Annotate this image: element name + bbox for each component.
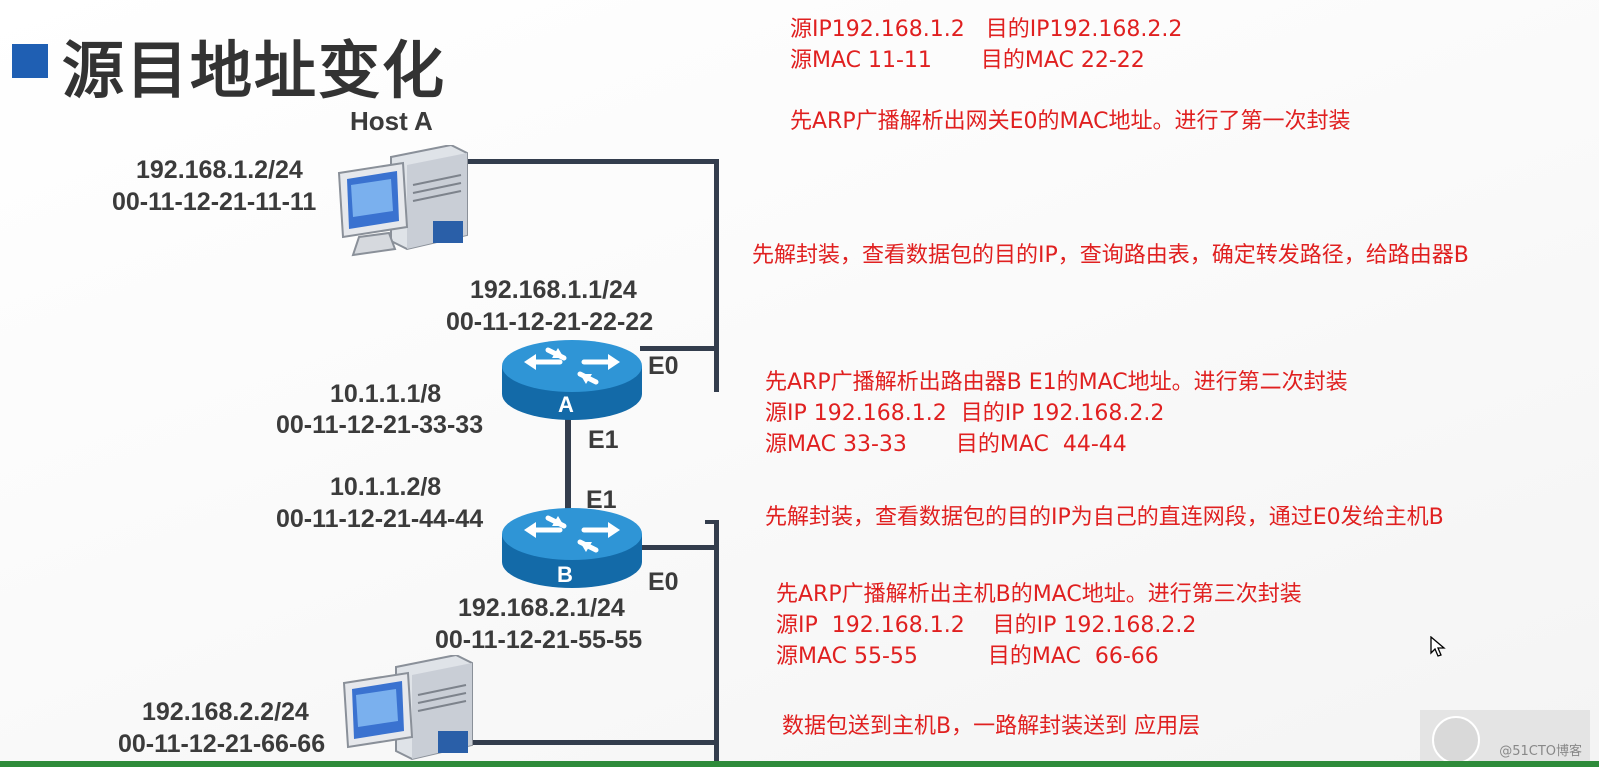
watermark: @51CTO博客	[1420, 710, 1590, 767]
lan1-segment	[714, 159, 719, 392]
note-third-ip: 源IP 192.168.1.2 目的IP 192.168.2.2	[776, 613, 1197, 638]
mouse-cursor-icon	[1430, 636, 1446, 657]
router-b-name: B	[557, 562, 573, 587]
router-b-e0-label: E0	[648, 568, 679, 596]
router-a-e0-mac: 00-11-12-21-22-22	[446, 308, 654, 336]
note-router-a-forward: 先解封装，查看数据包的目的IP，查询路由表，确定转发路径，给路由器B	[752, 243, 1469, 268]
router-a-e1-ip: 10.1.1.1/8	[330, 380, 442, 408]
host-a-mac: 00-11-12-21-11-11	[112, 188, 317, 216]
page-title: 源目地址变化	[62, 34, 447, 107]
router-a-e1-label: E1	[588, 426, 619, 454]
router-b-e0-mac: 00-11-12-21-55-55	[435, 626, 643, 654]
router-a-e1-mac: 00-11-12-21-33-33	[276, 411, 484, 439]
lan2-top-tick	[705, 520, 719, 524]
watermark-text: @51CTO博客	[1499, 744, 1582, 759]
link-routerb-lan2	[640, 545, 719, 550]
computer-icon	[337, 145, 468, 257]
note-hosta-mac: 源MAC 11-11 目的MAC 22-22	[790, 48, 1145, 73]
router-a-icon	[502, 340, 642, 420]
watermark-avatar-icon	[1432, 716, 1480, 764]
router-b-e0-ip: 192.168.2.1/24	[458, 594, 625, 622]
note-hosta-packet: 源IP192.168.1.2 目的IP192.168.2.2 源MAC 11-1…	[790, 14, 1182, 76]
note-second-mac: 源MAC 33-33 目的MAC 44-44	[765, 432, 1127, 457]
note-first-encapsulation: 先ARP广播解析出网关E0的MAC地址。进行了第一次封装	[790, 109, 1351, 134]
note-hosta-ip: 源IP192.168.1.2 目的IP192.168.2.2	[790, 17, 1183, 42]
router-a-e0-label: E0	[648, 352, 679, 380]
note-second-ip: 源IP 192.168.1.2 目的IP 192.168.2.2	[765, 401, 1165, 426]
note-second-arp: 先ARP广播解析出路由器B E1的MAC地址。进行第二次封装	[765, 370, 1348, 395]
host-a-label: Host A	[350, 106, 433, 136]
router-b-e1-mac: 00-11-12-21-44-44	[276, 505, 484, 533]
computer-icon	[342, 655, 473, 761]
note-delivery: 数据包送到主机B，一路解封装送到 应用层	[782, 714, 1201, 739]
host-b-mac: 00-11-12-21-66-66	[118, 730, 326, 758]
note-third-encapsulation: 先ARP广播解析出主机B的MAC地址。进行第三次封装 源IP 192.168.1…	[776, 579, 1302, 672]
note-third-arp: 先ARP广播解析出主机B的MAC地址。进行第三次封装	[776, 582, 1302, 607]
note-router-b-forward: 先解封装，查看数据包的目的IP为自己的直连网段，通过E0发给主机B	[765, 505, 1444, 530]
host-b-ip: 192.168.2.2/24	[142, 698, 309, 726]
bottom-progress-bar	[0, 761, 1599, 767]
note-third-mac: 源MAC 55-55 目的MAC 66-66	[776, 644, 1159, 669]
note-second-encapsulation: 先ARP广播解析出路由器B E1的MAC地址。进行第二次封装 源IP 192.1…	[765, 367, 1348, 460]
link-routera-routerb	[565, 418, 571, 523]
link-hosta-switch	[465, 159, 719, 164]
link-hostb-lan2	[465, 740, 719, 745]
link-routera-lan1	[640, 346, 719, 351]
router-a-e0-ip: 192.168.1.1/24	[470, 276, 637, 304]
router-a-name: A	[558, 392, 574, 417]
router-b-e1-ip: 10.1.1.2/8	[330, 473, 442, 501]
lan2-segment	[714, 520, 719, 761]
host-a-ip: 192.168.1.2/24	[136, 156, 303, 184]
router-b-icon	[502, 508, 642, 588]
title-bullet	[12, 44, 48, 78]
